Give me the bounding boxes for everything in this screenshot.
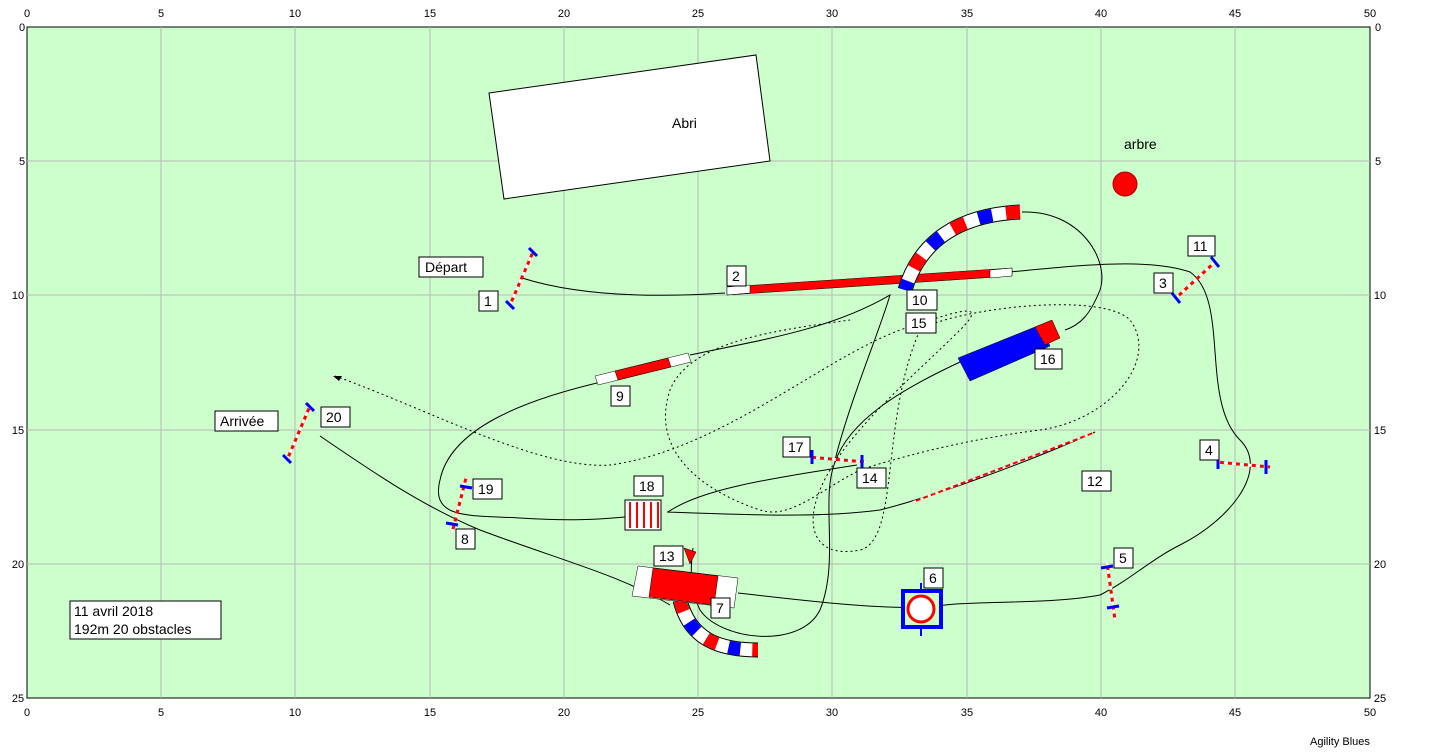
start-label: Départ — [425, 259, 467, 275]
obstacle-4-jump: 4 — [1199, 439, 1271, 474]
tick-x-bottom: 45 — [1229, 707, 1241, 719]
obstacle-8-number: 8 — [461, 531, 469, 547]
obstacle-17-jump: 17 14 — [782, 436, 887, 489]
obstacle-5-number: 5 — [1119, 550, 1127, 566]
tick-x-top: 20 — [558, 8, 570, 20]
tick-y-right: 15 — [1374, 425, 1386, 437]
obstacle-1-number: 1 — [484, 293, 492, 309]
obstacle-7-number: 7 — [716, 600, 724, 616]
obstacle-20-jump: 20 — [281, 401, 351, 465]
tick-y-left: 0 — [19, 22, 25, 34]
axis-bottom: 0 5 10 15 20 25 30 35 40 45 50 — [24, 707, 1376, 719]
axis-right: 0 5 10 15 20 25 — [1374, 22, 1386, 705]
obstacle-1-jump: 1 — [478, 246, 539, 312]
obstacle-6-number: 6 — [929, 570, 937, 586]
axis-left: 0 5 10 15 20 25 — [12, 22, 25, 705]
tick-x-bottom: 0 — [24, 707, 30, 719]
obstacle-19-number: 19 — [478, 481, 494, 497]
tick-x-bottom: 30 — [826, 707, 838, 719]
obstacle-2-number: 2 — [732, 268, 740, 284]
obstacle-6-tire: 6 — [901, 567, 944, 636]
dotted-path-arrow — [333, 376, 342, 381]
tick-x-top: 10 — [289, 8, 301, 20]
obstacle-2-dogwalk: 2 — [726, 265, 1013, 296]
obstacle-4-number: 4 — [1205, 442, 1213, 458]
tick-x-top: 25 — [692, 8, 704, 20]
tick-x-top: 35 — [961, 8, 973, 20]
tick-y-right: 20 — [1374, 559, 1386, 571]
tick-y-left: 5 — [19, 156, 25, 168]
tick-x-bottom: 10 — [289, 707, 301, 719]
axis-top: 0 5 10 15 20 25 30 35 40 45 50 — [24, 8, 1376, 20]
tick-y-right: 0 — [1375, 22, 1381, 34]
obstacle-10-number: 10 — [912, 292, 928, 308]
tick-x-top: 5 — [158, 8, 164, 20]
finish-marker: Arrivée — [214, 410, 279, 432]
tick-x-top: 0 — [24, 8, 30, 20]
shelter-label: Abri — [672, 115, 697, 131]
obstacle-16-chute: 16 — [957, 319, 1063, 382]
tick-x-top: 15 — [424, 8, 436, 20]
tick-x-bottom: 15 — [424, 707, 436, 719]
obstacle-12-weave: 12 — [912, 432, 1112, 503]
obstacle-18-ladder: 18 — [624, 475, 664, 531]
tick-x-bottom: 25 — [692, 707, 704, 719]
tick-x-bottom: 5 — [158, 707, 164, 719]
tick-y-left: 25 — [12, 693, 24, 705]
info-box: 11 avril 2018 192m 20 obstacles — [69, 600, 222, 640]
obstacle-7-aframe: 13 7 — [631, 545, 759, 658]
obstacle-3-number: 3 — [1159, 275, 1167, 291]
tick-x-bottom: 40 — [1095, 707, 1107, 719]
tick-x-top: 30 — [826, 8, 838, 20]
dotted-path — [334, 304, 1140, 552]
start-marker: Départ — [418, 256, 484, 278]
tick-y-right: 25 — [1374, 693, 1386, 705]
obstacle-15-number: 15 — [911, 315, 927, 331]
finish-label: Arrivée — [220, 413, 265, 429]
obstacle-12-number: 12 — [1087, 473, 1103, 489]
obstacle-9-number: 9 — [616, 388, 624, 404]
footer-credit: Agility Blues — [1310, 736, 1370, 748]
tick-y-left: 15 — [12, 425, 24, 437]
tick-x-top: 50 — [1364, 8, 1376, 20]
obstacle-9-seesaw: 9 — [594, 352, 692, 407]
tick-y-right: 10 — [1374, 290, 1386, 302]
obstacle-19-jump: 19 8 — [445, 477, 503, 550]
tree: arbre — [1112, 136, 1157, 197]
tick-y-left: 20 — [12, 559, 24, 571]
obstacle-15-label: 15 — [905, 312, 937, 334]
course-path — [319, 211, 1251, 637]
tree-label: arbre — [1124, 136, 1157, 152]
obstacle-10-tunnel: 10 — [897, 204, 1021, 311]
obstacle-11-number: 11 — [1193, 238, 1208, 254]
tick-y-right: 5 — [1375, 156, 1381, 168]
obstacle-5-jump: 5 — [1100, 547, 1134, 621]
obstacle-13-number: 13 — [659, 548, 675, 564]
tick-y-left: 10 — [12, 290, 24, 302]
obstacle-3-jump: 3 11 — [1153, 235, 1221, 304]
tick-x-top: 45 — [1229, 8, 1241, 20]
tick-x-bottom: 50 — [1364, 707, 1376, 719]
shelter: Abri — [488, 54, 771, 200]
obstacle-20-number: 20 — [326, 409, 342, 425]
obstacle-14-number: 14 — [862, 470, 878, 486]
obstacle-18-number: 18 — [639, 478, 655, 494]
tick-x-top: 40 — [1095, 8, 1107, 20]
obstacle-16-number: 16 — [1040, 351, 1056, 367]
tick-x-bottom: 20 — [558, 707, 570, 719]
obstacle-17-number: 17 — [788, 439, 804, 455]
tick-x-bottom: 35 — [961, 707, 973, 719]
info-date: 11 avril 2018 — [74, 603, 153, 619]
info-summary: 192m 20 obstacles — [74, 621, 192, 637]
